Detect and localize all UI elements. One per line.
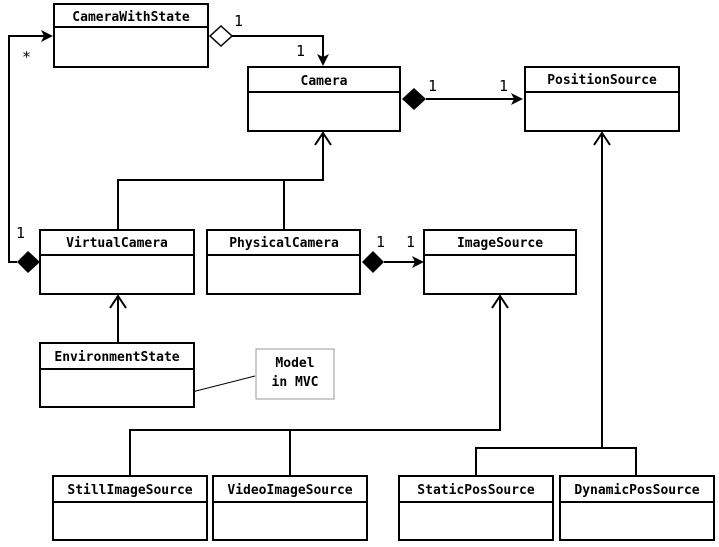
class-camera-with-state: CameraWithState (53, 3, 209, 68)
class-title: CameraWithState (72, 10, 190, 25)
aggregation-cws-camera (208, 24, 329, 66)
multiplicity-label: * (22, 48, 31, 66)
class-dynamic-pos-source: DynamicPosSource (559, 475, 715, 541)
generalization-imagesources (129, 294, 509, 475)
class-title: PhysicalCamera (229, 236, 339, 251)
class-title: DynamicPosSource (574, 483, 699, 498)
note-line-1: Model (275, 356, 314, 371)
multiplicity-label: 1 (376, 233, 385, 251)
arrowhead-icon (317, 54, 329, 66)
composition-physicalcamera-imagesource (362, 251, 424, 273)
multiplicity-label: 1 (296, 42, 305, 60)
class-physical-camera: PhysicalCamera (206, 229, 361, 295)
class-image-source: ImageSource (423, 229, 577, 295)
class-camera: Camera (247, 66, 401, 132)
open-diamond-icon (208, 24, 234, 48)
class-video-image-source: VideoImageSource (212, 475, 368, 541)
class-title: PositionSource (547, 73, 657, 88)
multiplicity-label: 1 (499, 77, 508, 95)
filled-diamond-icon (362, 251, 384, 273)
composition-virtualcamera-cws (8, 30, 53, 273)
filled-diamond-icon (402, 88, 426, 110)
class-title: EnvironmentState (54, 350, 179, 365)
note-model-in-mvc: Model in MVC (255, 348, 335, 400)
class-title: VideoImageSource (227, 483, 352, 498)
arrowhead-icon (412, 256, 424, 268)
arrowhead-icon (511, 93, 523, 105)
generalization-cameras (117, 131, 332, 229)
multiplicity-label: 1 (406, 233, 415, 251)
class-title: StaticPosSource (417, 483, 535, 498)
arrowhead-icon (41, 30, 53, 42)
multiplicity-label: 1 (16, 224, 25, 242)
class-title: VirtualCamera (66, 236, 168, 251)
class-static-pos-source: StaticPosSource (398, 475, 554, 541)
class-title: Camera (301, 74, 348, 89)
class-still-image-source: StillImageSource (52, 475, 208, 541)
class-title: StillImageSource (67, 483, 192, 498)
generalization-possources (475, 131, 637, 475)
filled-diamond-icon (17, 251, 40, 273)
note-line-2: in MVC (272, 375, 319, 390)
class-environment-state: EnvironmentState (39, 342, 195, 408)
class-virtual-camera: VirtualCamera (39, 229, 195, 295)
class-title: ImageSource (457, 236, 543, 251)
class-position-source: PositionSource (524, 66, 680, 132)
multiplicity-label: 1 (234, 12, 243, 30)
note-connector (191, 375, 256, 393)
generalization-environmentstate (109, 294, 127, 342)
composition-camera-positionsource (402, 88, 523, 110)
multiplicity-label: 1 (428, 77, 437, 95)
